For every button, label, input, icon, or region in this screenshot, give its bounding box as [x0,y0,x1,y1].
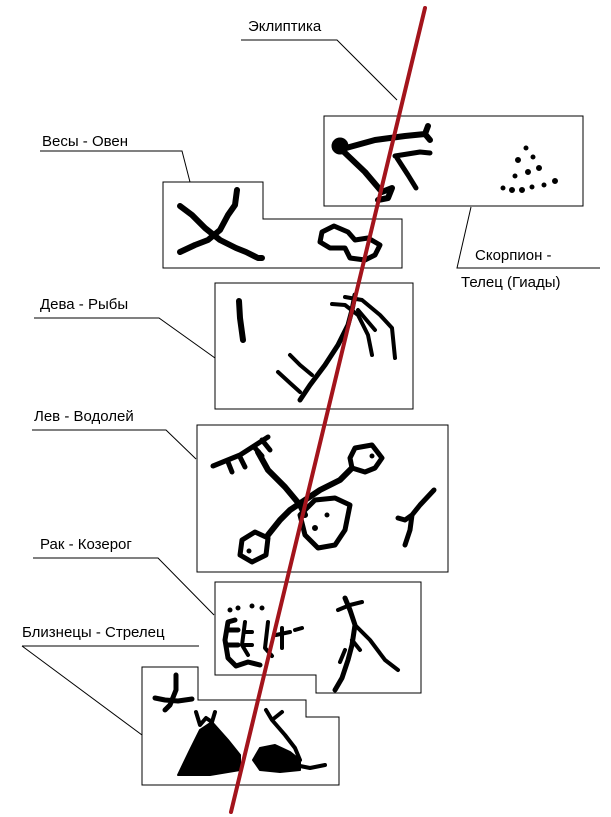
panel-scorpio-taurus [323,115,584,207]
panel-frame [214,581,422,694]
leader-gemini-sagittarius [21,645,143,736]
label-cancer-capricorn: Рак - Козерог [40,536,132,553]
panel-cancer-capricorn [214,581,422,694]
label-libra-aries: Весы - Овен [42,133,129,150]
leader-ecliptic [241,39,398,101]
hyades-dots [500,145,558,193]
label-scorpio-line1: Скорпион - [475,247,552,264]
panel-gemini-sagittarius [141,666,340,786]
label-leo-aquarius: Лев - Водолей [34,408,134,425]
leader-cancer-capricorn [33,557,215,616]
label-ecliptic: Эклиптика [248,18,322,35]
leader-libra-aries [40,150,191,183]
leader-lines [21,39,600,736]
panel-libra-aries [162,181,403,269]
panel-frame [214,282,414,410]
panel-frame [323,115,584,207]
panel-virgo-pisces [214,282,414,410]
label-virgo-pisces: Дева - Рыбы [40,296,129,313]
leader-scorpio-taurus [456,206,600,269]
panel-leo-aquarius [196,424,449,573]
leader-leo-aquarius [32,429,197,460]
ecliptic-line [229,6,427,814]
label-gemini-sagittarius: Близнецы - Стрелец [22,624,165,641]
label-scorpio-line2: Телец (Гиады) [461,274,561,291]
leader-virgo-pisces [34,317,216,359]
